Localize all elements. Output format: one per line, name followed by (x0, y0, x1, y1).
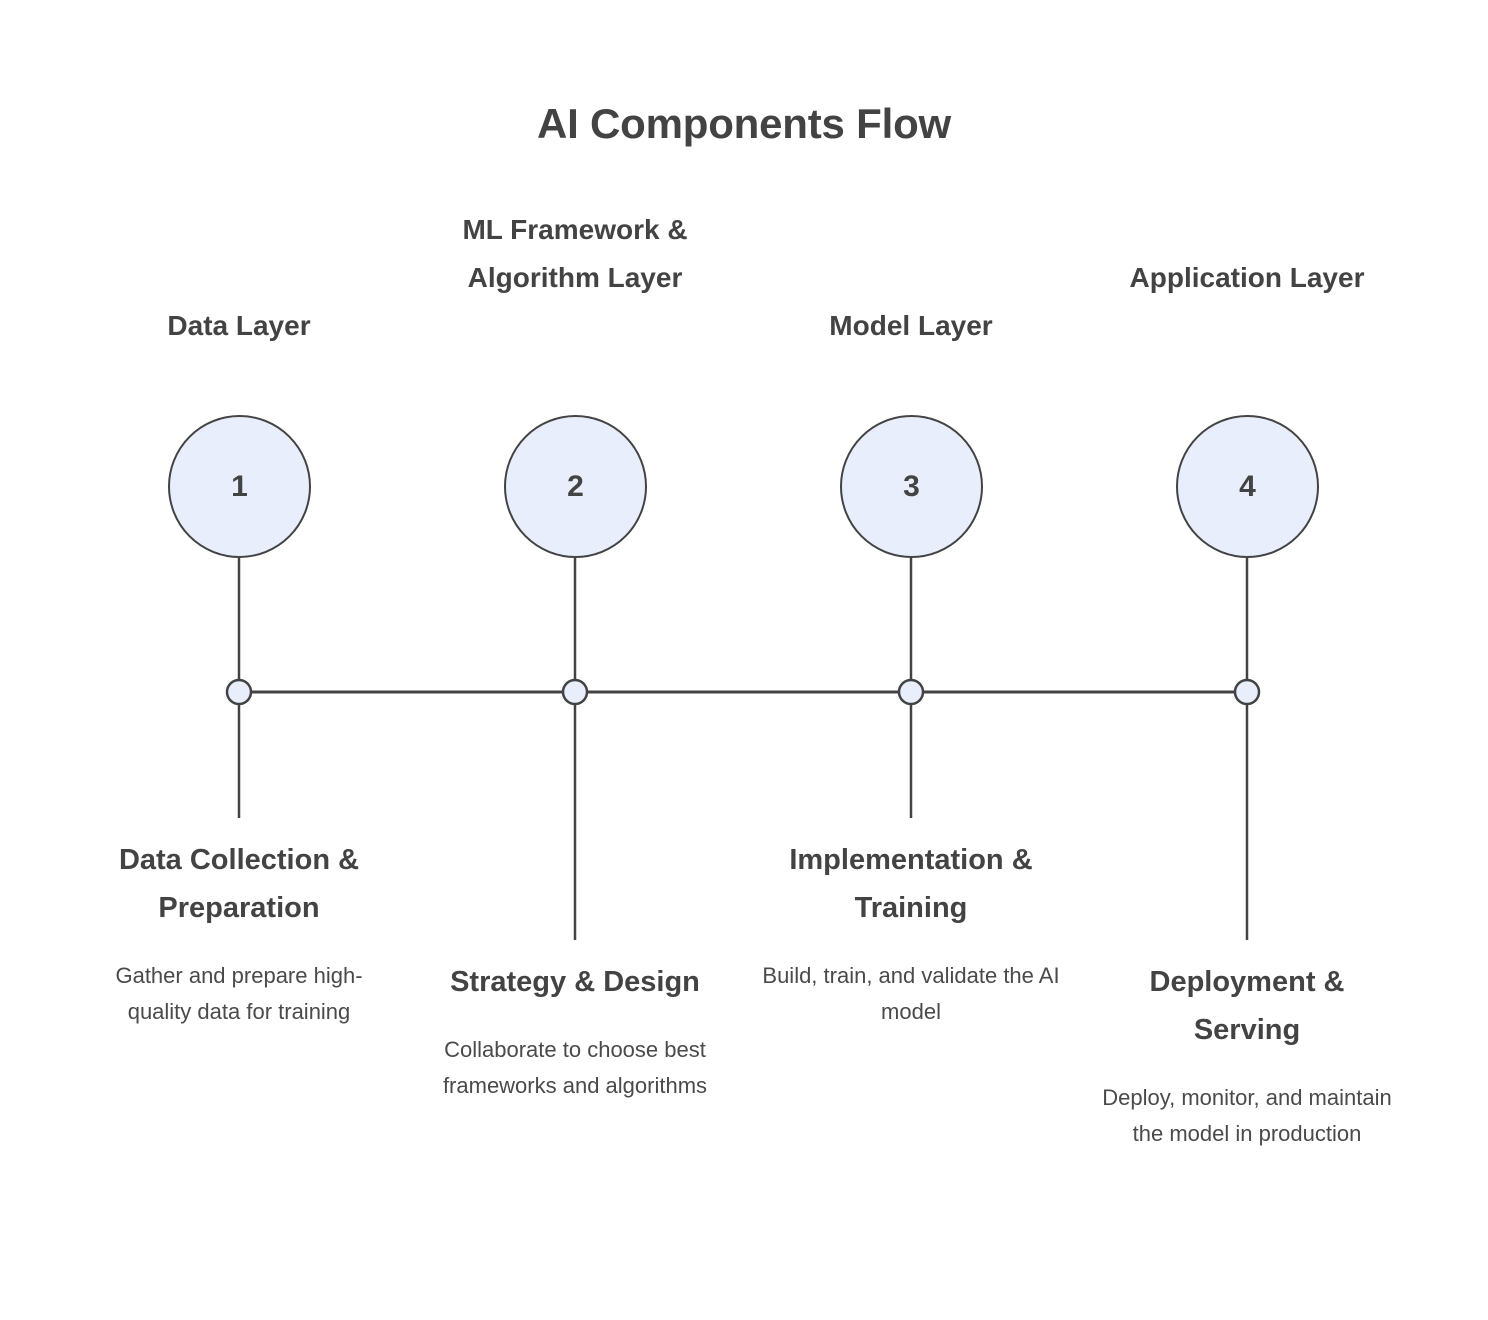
step-number-3: 3 (903, 469, 920, 503)
step-description-4: Deploy, monitor, and maintain the model … (1102, 1085, 1392, 1146)
layer-label-ml-framework: ML Framework & Algorithm Layer (462, 214, 688, 293)
step-title-4: Deployment & Serving (1149, 966, 1345, 1046)
page-title: AI Components Flow (536, 100, 952, 147)
step-title-3: Implementation & Training (789, 844, 1033, 924)
step-block-2: Strategy & Design Collaborate to choose … (425, 958, 725, 1104)
axis-node-4 (1233, 678, 1261, 706)
step-description-1: Gather and prepare high-quality data for… (115, 963, 363, 1024)
axis-node-3 (897, 678, 925, 706)
step-description-3: Build, train, and validate the AI model (762, 963, 1060, 1024)
step-title-1: Data Collection & Preparation (118, 844, 360, 924)
step-circle-4[interactable]: 4 (1176, 415, 1319, 558)
step-number-1: 1 (231, 469, 248, 503)
axis-node-1 (225, 678, 253, 706)
step-block-3: Implementation & Training Build, train, … (761, 836, 1061, 1030)
step-number-4: 4 (1239, 469, 1256, 503)
layer-label-application: Application Layer (1129, 262, 1365, 293)
step-circle-1[interactable]: 1 (168, 415, 311, 558)
step-block-4: Deployment & Serving Deploy, monitor, an… (1097, 958, 1397, 1152)
step-circle-3[interactable]: 3 (840, 415, 983, 558)
step-title-2: Strategy & Design (450, 966, 700, 998)
step-description-2: Collaborate to choose best frameworks an… (442, 1037, 708, 1098)
step-circle-2[interactable]: 2 (504, 415, 647, 558)
layer-label-model: Model Layer (829, 310, 993, 341)
step-block-1: Data Collection & Preparation Gather and… (89, 836, 389, 1030)
layer-label-data: Data Layer (167, 310, 311, 341)
axis-node-2 (561, 678, 589, 706)
step-number-2: 2 (567, 469, 584, 503)
